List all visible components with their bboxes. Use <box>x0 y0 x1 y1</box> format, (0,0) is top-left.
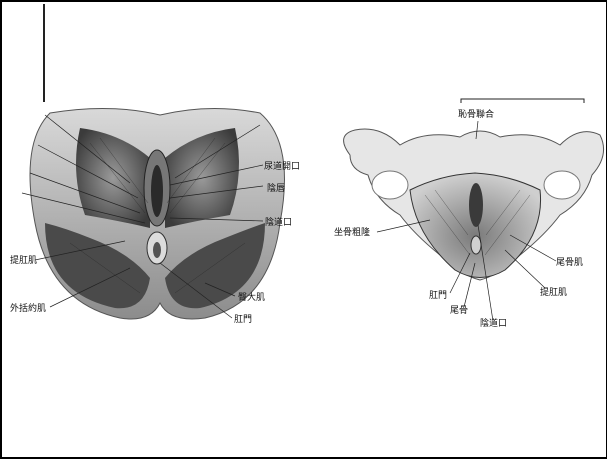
pelvic-floor-illustration: 恥骨聯合 坐骨粗隆 尾骨肌 提肛肌 肛門 尾骨 陰道口 <box>330 95 606 340</box>
label-levator-ani: 提肛肌 <box>10 255 37 266</box>
label-vaginal-opening: 陰道口 <box>480 317 507 329</box>
label-vaginal-opening: 陰道口 <box>265 216 292 228</box>
label-anus: 肛門 <box>429 290 447 301</box>
label-gluteus-maximus: 臀大肌 <box>238 291 265 303</box>
label-external-sphincter: 外括約肌 <box>10 302 46 314</box>
label-coccygeus: 尾骨肌 <box>556 257 583 268</box>
label-ischial-tuberosity: 坐骨粗隆 <box>334 226 370 238</box>
label-coccyx: 尾骨 <box>450 305 468 316</box>
perineum-muscles-illustration: 尿道開口 陰唇 陰道口 提肛肌 外括約肌 臀大肌 肛門 <box>10 103 332 335</box>
label-urethral-opening: 尿道開口 <box>264 160 300 172</box>
label-pubic-symphysis: 恥骨聯合 <box>458 108 494 120</box>
label-levator-ani: 提肛肌 <box>540 287 567 298</box>
label-labia: 陰唇 <box>267 182 285 194</box>
label-anus: 肛門 <box>234 314 252 325</box>
title-divider-line <box>43 4 45 102</box>
